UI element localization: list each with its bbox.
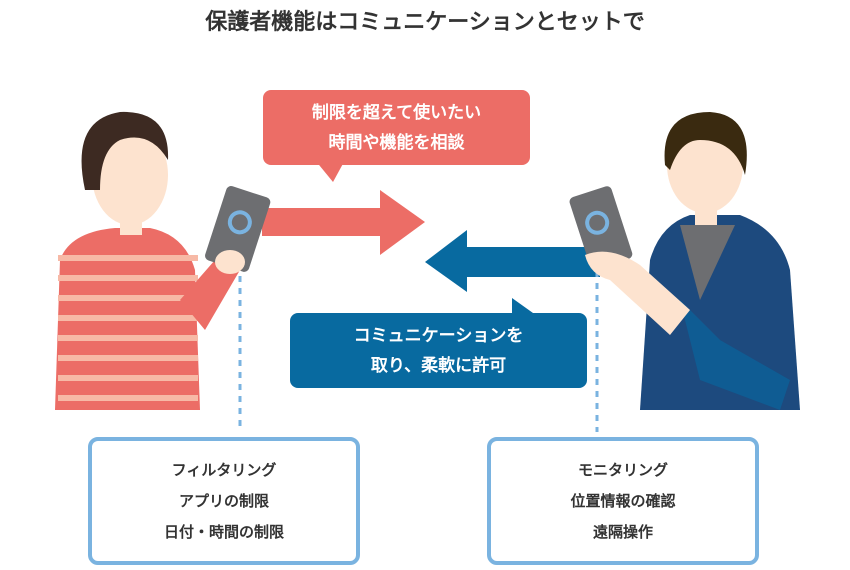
child-figure (55, 111, 271, 410)
red-bubble-tail (315, 160, 345, 182)
parent-figure (569, 112, 800, 410)
child-bubble-line2: 時間や機能を相談 (328, 132, 465, 153)
parent-bubble-line2: 取り、柔軟に許可 (370, 355, 507, 376)
feature-item: フィルタリング (171, 460, 277, 479)
feature-item: 遠隔操作 (592, 522, 653, 541)
feature-item: モニタリング (577, 460, 668, 479)
arrow-right-icon (262, 190, 425, 255)
feature-item: アプリの制限 (178, 491, 269, 510)
child-features-box: フィルタリング アプリの制限 日付・時間の制限 (88, 437, 360, 565)
parent-bubble-line1: コミュニケーションを (353, 325, 524, 346)
arrow-left-icon (425, 230, 600, 292)
parent-features-box: モニタリング 位置情報の確認 遠隔操作 (487, 437, 759, 565)
child-bubble-line1: 制限を超えて使いたい (311, 102, 482, 123)
parent-speech-bubble: コミュニケーションを 取り、柔軟に許可 (290, 313, 587, 388)
feature-item: 位置情報の確認 (570, 491, 676, 510)
feature-item: 日付・時間の制限 (163, 522, 284, 541)
page-title: 保護者機能はコミュニケーションとセットで (205, 10, 645, 35)
child-speech-bubble: 制限を超えて使いたい 時間や機能を相談 (263, 90, 530, 165)
